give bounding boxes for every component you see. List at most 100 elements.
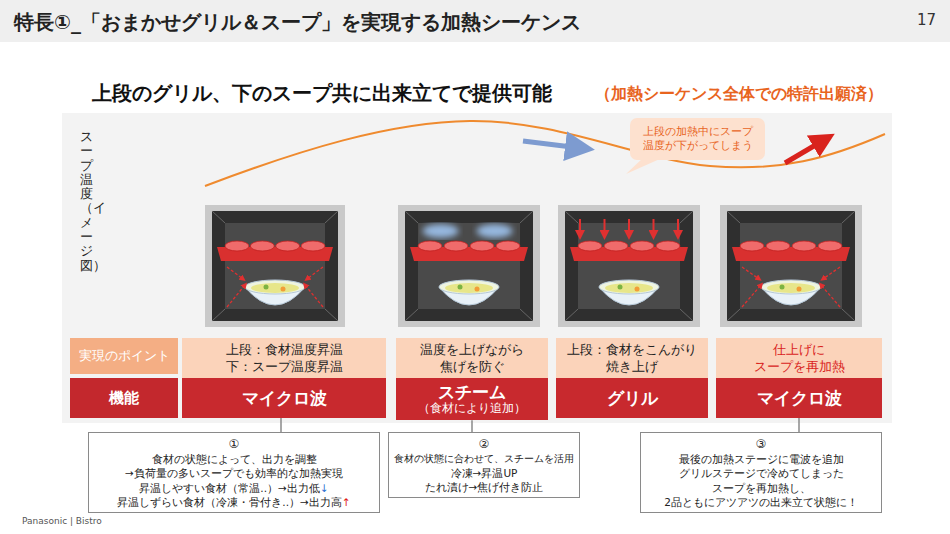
connector xyxy=(471,420,473,432)
page-number: 17 xyxy=(917,11,936,29)
oven-part xyxy=(405,211,533,321)
note-box: ①食材の状態によって、出力を調整→負荷量の多いスープでも効率的な加熱実現昇温しや… xyxy=(88,432,380,513)
node-text: スープを再加熱 xyxy=(754,359,845,376)
row-header: 機能 xyxy=(70,378,178,418)
oven-part xyxy=(740,223,842,309)
function-cell: マイクロ波 xyxy=(716,378,882,418)
node-text: 上段の加熱中にスープ xyxy=(643,125,753,139)
node-text: 温度を上げながら xyxy=(420,342,524,359)
temperature-curve xyxy=(205,121,885,186)
point-cell: 上段：食材温度昇温下：スープ温度昇温 xyxy=(182,338,386,380)
node-text: 焦げを防ぐ xyxy=(440,359,505,376)
oven-part xyxy=(212,309,225,321)
connector xyxy=(798,418,800,432)
oven-part xyxy=(398,205,540,327)
oven-part xyxy=(792,241,816,251)
oven-part xyxy=(565,211,578,223)
oven-part xyxy=(458,285,463,290)
node-text: グリル xyxy=(607,388,658,408)
oven-part xyxy=(604,241,628,251)
node-text: 昇温しやすい食材（常温..）→出力低↓ xyxy=(139,481,328,495)
oven-part xyxy=(677,219,679,235)
title-bar xyxy=(0,0,950,42)
oven-part xyxy=(227,267,243,279)
oven-part xyxy=(264,285,269,290)
node-text: たれ漬け→焦げ付き防止 xyxy=(425,480,544,494)
oven-illustration xyxy=(398,205,540,327)
node-text: 温度が下がってしまう xyxy=(643,139,753,153)
node-text: ① xyxy=(229,436,240,452)
function-cell: スチーム（食材により追加） xyxy=(396,378,548,420)
oven-part xyxy=(565,309,578,321)
oven-part xyxy=(680,211,693,223)
oven-part xyxy=(680,309,693,321)
oven-part xyxy=(477,224,513,238)
oven-part xyxy=(742,285,761,307)
callout-bubble: 上段の加熱中にスープ温度が下がってしまう xyxy=(630,118,765,160)
node-text: 上段：食材温度昇温 xyxy=(226,342,343,359)
trend-arrow xyxy=(523,141,580,148)
oven-part xyxy=(578,241,602,251)
row-header: 実現のポイント xyxy=(70,338,178,374)
oven-part xyxy=(797,287,802,292)
node-text: 下：スープ温度昇温 xyxy=(226,359,343,376)
oven-part xyxy=(496,241,520,251)
oven-part xyxy=(405,211,418,223)
oven-part xyxy=(558,205,700,327)
axis-label: スープ温度（イメージ図） xyxy=(80,130,93,273)
oven-part xyxy=(307,267,323,279)
oven-part xyxy=(439,280,499,294)
oven-part xyxy=(444,241,468,251)
node-text: スチーム xyxy=(438,382,506,402)
oven-part xyxy=(227,285,245,307)
node-text: グリルステージで冷めてしまった xyxy=(679,466,844,480)
node-text: ② xyxy=(479,436,490,452)
panel xyxy=(62,113,892,423)
oven-part xyxy=(818,241,842,251)
oven-part xyxy=(212,211,225,223)
oven-part xyxy=(250,241,274,251)
point-cell: 温度を上げながら焦げを防ぐ xyxy=(396,338,548,380)
oven-part xyxy=(630,241,654,251)
oven-part xyxy=(727,309,740,321)
oven-part xyxy=(823,267,840,279)
oven-illustration xyxy=(205,205,345,327)
oven-part xyxy=(720,205,862,327)
oven-part xyxy=(780,285,785,290)
oven-part xyxy=(656,241,680,251)
oven-part xyxy=(276,241,300,251)
node-text: 仕上げに xyxy=(773,342,825,359)
oven-part xyxy=(565,211,693,321)
oven-part xyxy=(821,285,840,307)
oven-part xyxy=(405,309,418,321)
oven-part xyxy=(225,241,249,251)
node-text: 上段：食材をこんがり xyxy=(567,342,697,359)
node-text: 機能 xyxy=(109,389,139,408)
node-text: 実現のポイント xyxy=(79,347,170,365)
oven-part xyxy=(767,283,815,293)
oven-part xyxy=(761,280,821,294)
oven-part xyxy=(605,283,653,293)
oven-illustration xyxy=(720,205,862,327)
oven-part xyxy=(225,223,325,309)
oven-part xyxy=(520,309,533,321)
oven-part xyxy=(325,211,338,223)
oven-illustration xyxy=(558,205,700,327)
oven-part xyxy=(578,223,680,309)
node-text: マイクロ波 xyxy=(757,388,842,408)
oven-part xyxy=(281,287,286,292)
subtitle: 上段のグリル、下のスープ共に出来立てで提供可能 xyxy=(92,80,552,107)
oven-part xyxy=(423,224,459,238)
slide-title: 特長①_「おまかせグリル＆スープ」を実現する加熱シーケンス xyxy=(14,9,581,36)
node-text: 食材の状態によって、出力を調整 xyxy=(152,452,317,466)
node-text: 最後の加熱ステージに電波を追加 xyxy=(679,452,844,466)
node-text: 焼き上げ xyxy=(606,359,658,376)
oven-part xyxy=(520,211,533,223)
oven-part xyxy=(418,241,442,251)
node-text: ③ xyxy=(756,436,767,452)
oven-part xyxy=(470,241,494,251)
node-text: マイクロ波 xyxy=(242,388,327,408)
oven-part xyxy=(742,267,759,279)
trend-arrow xyxy=(785,140,824,163)
oven-part xyxy=(635,287,640,292)
